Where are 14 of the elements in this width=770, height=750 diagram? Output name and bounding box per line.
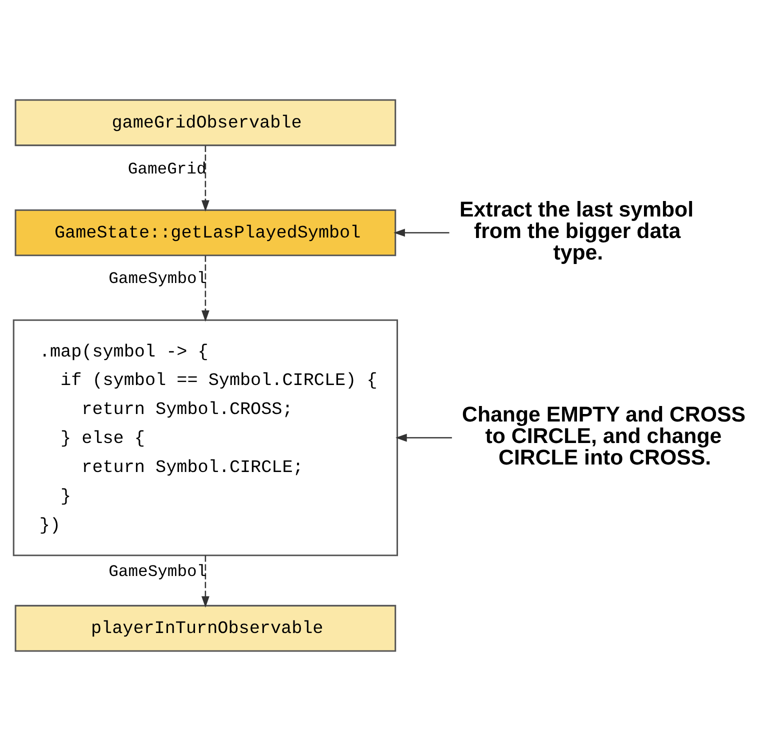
edge-label: GameSymbol [108, 268, 207, 288]
node-box: playerInTurnObservable [14, 604, 396, 652]
arrow [396, 433, 452, 442]
arrow [394, 228, 450, 236]
edge-label: GameSymbol [108, 562, 207, 581]
node-box: .map(symbol -> { if (symbol == Symbol.CIRCLE) { return Symbol.CROSS; } else { return Symbol.CIRCLE; } }) [12, 318, 398, 556]
node-box: gameGridObservable [14, 98, 396, 146]
arrow [201, 255, 210, 322]
node-text: Extract the last symbol from the bigger data type. [460, 197, 694, 264]
node-text: Change EMPTY and CROSS to CIRCLE, and change CIRCLE into CROSS. [462, 402, 746, 469]
edge-label: GameGrid [128, 158, 206, 178]
node-box: GameState::getLasPlayedSymbol [14, 208, 396, 256]
arrow [201, 145, 210, 212]
arrow [201, 554, 210, 608]
